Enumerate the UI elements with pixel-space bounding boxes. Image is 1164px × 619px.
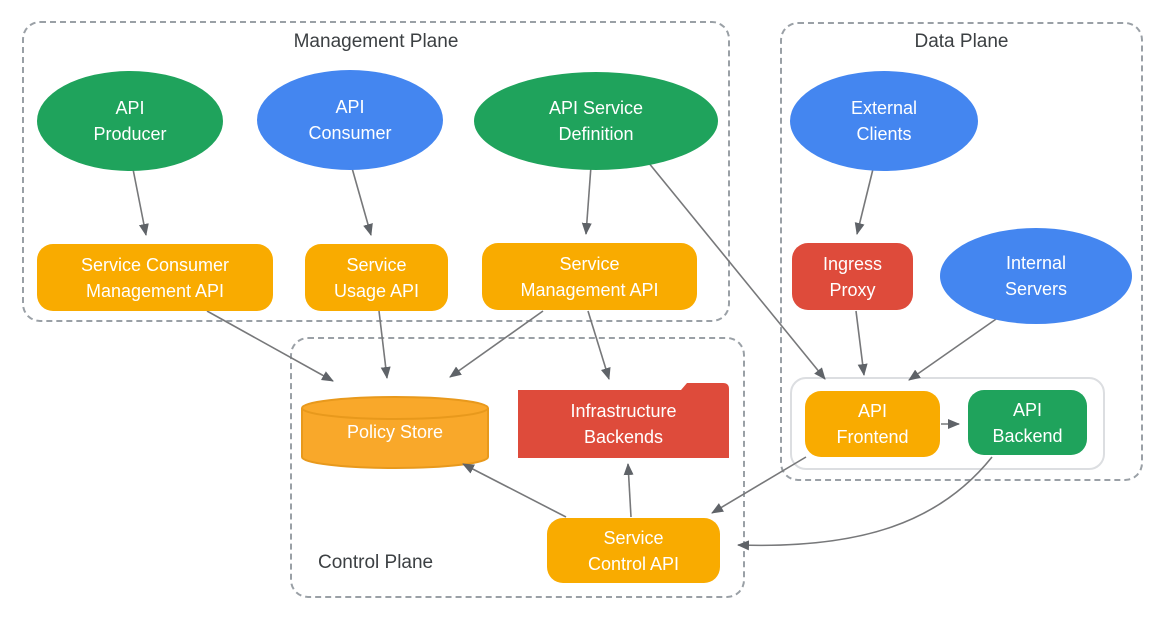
- management-plane-title: Management Plane: [293, 31, 459, 52]
- node-infrastructure-backends-label: Infrastructure Backends: [570, 401, 677, 447]
- node-service-consumer-management-api: Service Consumer Management API: [37, 244, 273, 311]
- node-policy-store-label: Policy Store: [346, 422, 444, 442]
- control-plane-title: Control Plane: [318, 552, 434, 573]
- node-api-consumer: API Consumer: [257, 70, 443, 170]
- node-internal-servers: Internal Servers: [940, 228, 1132, 324]
- node-api-producer: API Producer: [37, 71, 223, 171]
- node-api-backend: API Backend: [968, 390, 1087, 455]
- node-service-management-api: Service Management API: [482, 243, 697, 310]
- node-service-control-api: Service Control API: [547, 518, 720, 583]
- node-service-usage-api: Service Usage API: [305, 244, 448, 311]
- node-api-frontend: API Frontend: [805, 391, 940, 457]
- node-external-clients: External Clients: [790, 71, 978, 171]
- data-plane-title: Data Plane: [914, 31, 1009, 52]
- node-api-service-definition: API Service Definition: [474, 72, 718, 170]
- node-ingress-proxy: Ingress Proxy: [792, 243, 913, 310]
